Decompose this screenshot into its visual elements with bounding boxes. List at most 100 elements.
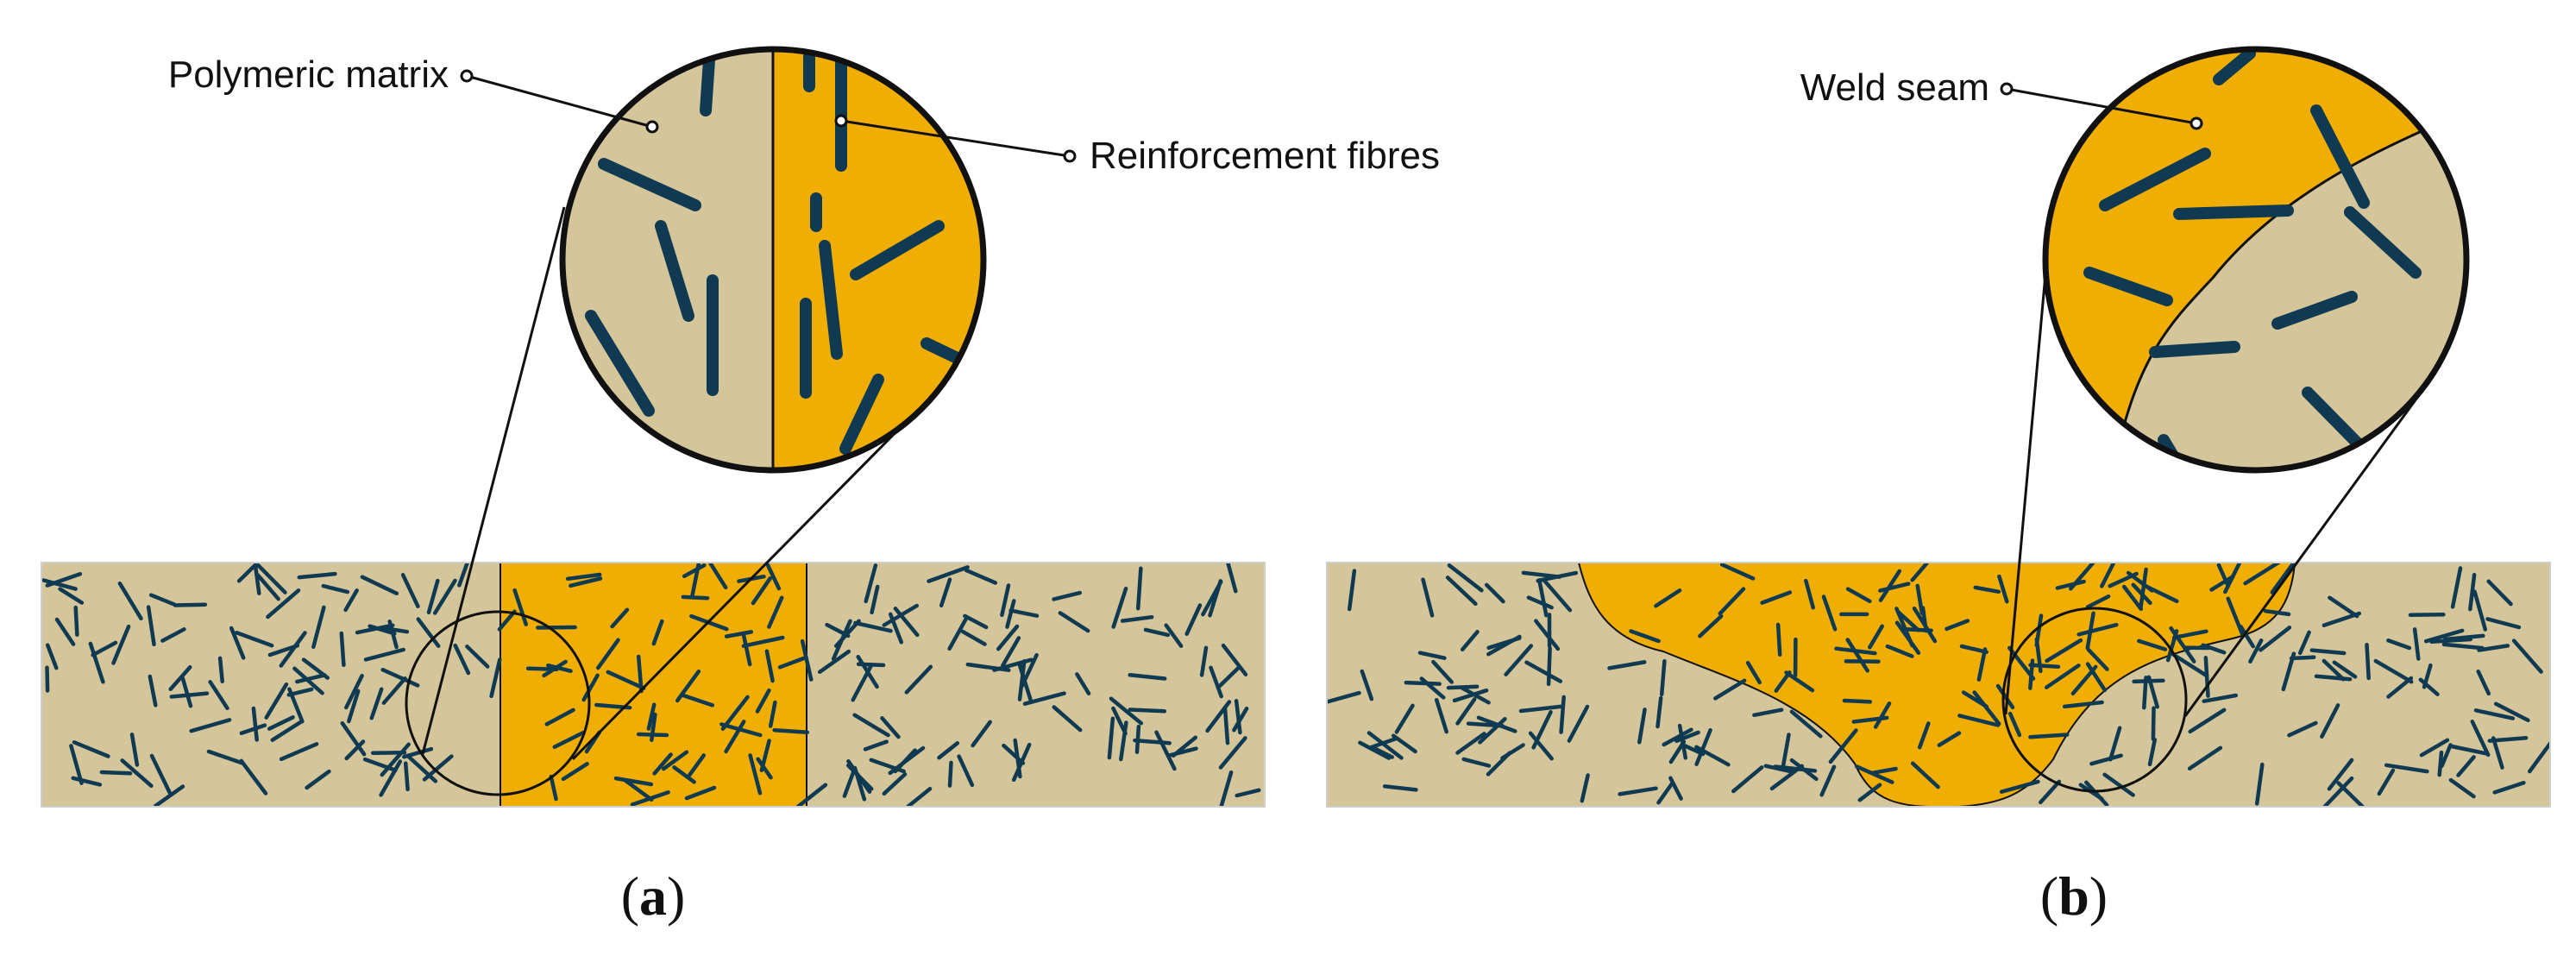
callout-label: Polymeric matrix <box>168 53 449 96</box>
fibre <box>405 753 438 783</box>
fibre <box>1459 685 1491 705</box>
leader-anchor-inner <box>834 114 848 128</box>
fibre <box>1347 569 1357 612</box>
fibre <box>525 666 559 672</box>
fibre <box>173 602 208 607</box>
fibre <box>2173 204 2294 220</box>
fibre <box>2473 708 2516 720</box>
magnified-view-b <box>2045 49 2466 470</box>
fibre <box>432 578 457 615</box>
fibre <box>2099 148 2211 211</box>
fibre <box>2470 720 2491 758</box>
fibre <box>369 687 384 720</box>
fibre <box>1763 764 1795 774</box>
callout-polymeric-matrix: Polymeric matrix <box>168 53 659 134</box>
fibre <box>2412 627 2421 661</box>
panel-a: Polymeric matrix Reinforcement fibres (a… <box>41 46 1440 927</box>
fibre <box>1656 782 1674 805</box>
fibre <box>1107 716 1115 760</box>
fibre <box>756 757 773 780</box>
fibre <box>292 666 324 695</box>
fibre <box>853 620 893 633</box>
fibre <box>947 617 968 651</box>
fibre <box>1234 699 1242 735</box>
fibre <box>651 619 664 646</box>
fibre <box>1760 590 1793 605</box>
fibre <box>2259 626 2292 652</box>
fibre <box>426 578 440 615</box>
fibre <box>549 774 558 802</box>
fibre <box>1789 709 1823 739</box>
fibre <box>1784 670 1815 693</box>
fibre <box>1959 644 1989 654</box>
fibre <box>256 563 287 594</box>
fibre <box>1216 666 1241 689</box>
strip-outline-a <box>41 562 1266 808</box>
fibre <box>1484 582 1505 604</box>
fibre <box>764 563 782 591</box>
fibre <box>403 761 410 792</box>
strip-outline-b <box>1326 562 2551 808</box>
fibre <box>1109 696 1144 726</box>
fibre <box>870 584 880 615</box>
fibre <box>852 713 890 738</box>
fibre <box>416 617 441 648</box>
fibre <box>1461 757 1492 768</box>
fibre <box>751 576 772 606</box>
fibre <box>2423 628 2465 644</box>
fibre <box>287 687 305 724</box>
fibre <box>1417 651 1447 660</box>
fibre <box>1546 646 1552 687</box>
fibre <box>2476 669 2491 696</box>
fibre <box>2270 563 2295 594</box>
fibre <box>1961 690 1989 709</box>
fibre <box>1058 611 1090 633</box>
fibre <box>646 702 657 731</box>
fibre <box>957 754 975 788</box>
fibre <box>73 605 79 637</box>
fibre <box>1698 613 1724 638</box>
fibre <box>2209 575 2234 592</box>
fibre <box>1656 695 1663 729</box>
fibre <box>1629 629 1661 644</box>
fibre <box>45 665 50 693</box>
fibre <box>2472 589 2488 632</box>
fibre <box>1659 658 1667 697</box>
fibre <box>217 656 224 684</box>
fibre <box>305 769 331 790</box>
fibre <box>1680 742 1706 757</box>
fibre <box>1455 732 1486 755</box>
fibre <box>2440 743 2453 768</box>
fibre <box>2327 758 2354 791</box>
fibre <box>355 623 395 635</box>
panel-caption-a: (a) <box>621 865 686 927</box>
fibre <box>2131 582 2152 606</box>
fibre <box>1394 703 1415 734</box>
fibre <box>741 632 752 667</box>
fibre <box>1133 738 1172 745</box>
fibre <box>45 572 83 588</box>
fibre <box>69 744 84 785</box>
fibre <box>1120 614 1154 623</box>
fibres-strip-b <box>1327 563 2550 807</box>
fibre <box>2045 638 2083 664</box>
leader-line <box>2006 87 2197 125</box>
fibre <box>2248 638 2264 664</box>
fibre <box>700 54 715 116</box>
fibre <box>1143 627 1171 638</box>
fibre <box>2448 777 2476 799</box>
fibre <box>1391 733 1417 754</box>
fibre <box>1052 705 1083 733</box>
fibre <box>339 631 346 668</box>
fibre <box>2203 656 2210 698</box>
fibre <box>340 720 367 757</box>
fibre <box>2149 341 2240 358</box>
fibre <box>1567 704 1590 743</box>
fibre <box>996 624 1020 651</box>
fibre <box>255 572 280 601</box>
fibre <box>1017 661 1033 702</box>
fibre <box>160 627 186 643</box>
fibre <box>2320 703 2340 739</box>
zoom-marker-b <box>2001 607 2188 793</box>
